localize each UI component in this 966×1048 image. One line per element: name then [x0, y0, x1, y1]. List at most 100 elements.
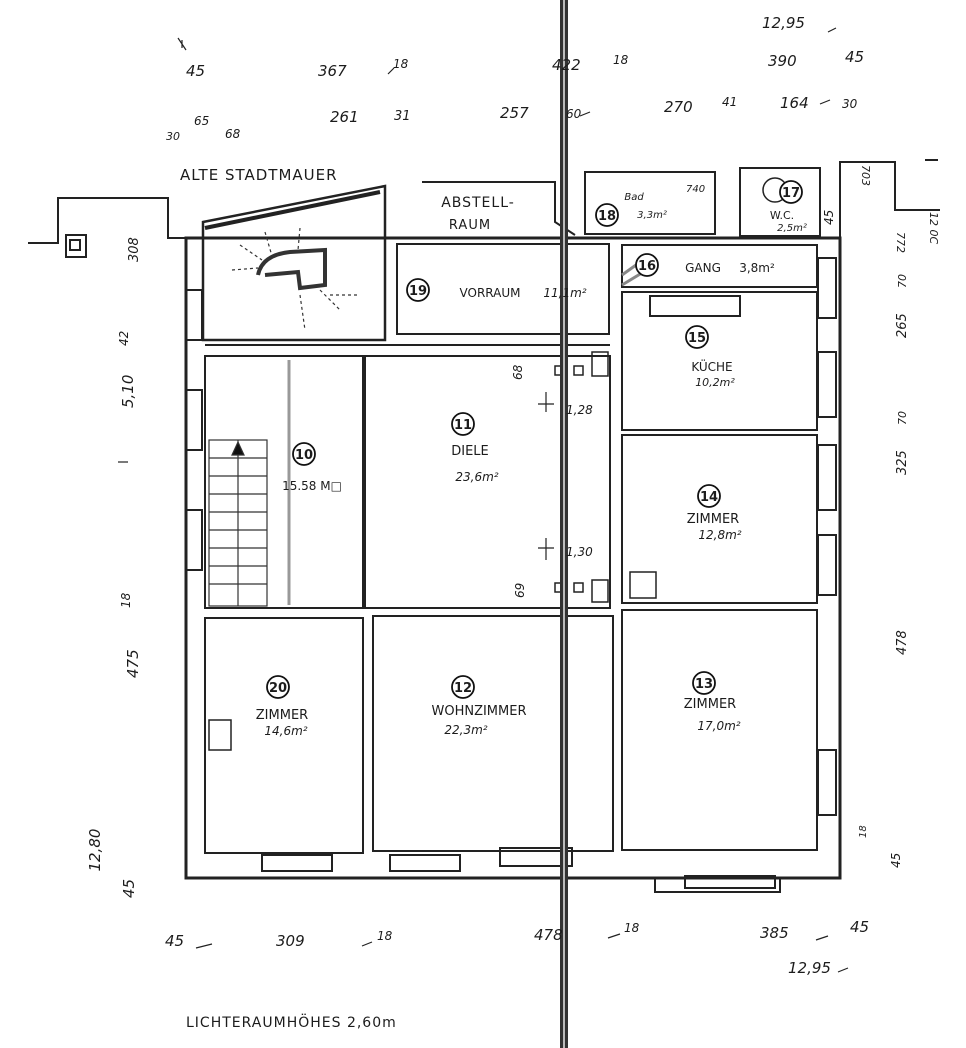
window-right-2 [817, 351, 837, 418]
room-11-number: 11 [454, 418, 472, 433]
dim-top2-6: 257 [500, 104, 529, 122]
dim-right-3: 772 [894, 232, 907, 253]
room-11-name: DIELE [451, 444, 489, 459]
dim-total-bottom: 12,95 [788, 959, 831, 977]
room-14-number: 14 [700, 490, 718, 505]
walls [28, 159, 940, 893]
dim-top-1: 45 [186, 62, 205, 80]
chimney-4 [573, 582, 584, 593]
room-16-outline [621, 244, 818, 288]
radiator [208, 719, 232, 751]
room-13-outline [621, 609, 818, 851]
room-17-area: 2,5m² [777, 223, 807, 234]
window-right-1 [817, 257, 837, 319]
room-13-name: ZIMMER [684, 697, 736, 712]
room-12-circle [451, 675, 475, 699]
window-left-2 [185, 389, 203, 451]
window-bottom-3 [499, 847, 573, 867]
room-16-number: 16 [638, 259, 656, 274]
room-20-area: 14,6m² [264, 724, 307, 738]
room-18-name: Bad [624, 192, 644, 203]
dim-top-6: 390 [768, 52, 797, 70]
bad-wall [584, 171, 716, 235]
room-19-circle [406, 278, 430, 302]
room-18-number: 18 [598, 209, 616, 224]
dim-total-left: 12,80 [86, 829, 104, 872]
dim-inner-1: 68 [511, 364, 525, 380]
bay-projection [654, 878, 781, 893]
room-19-name: VORRAUM [460, 286, 521, 300]
dim-top2-1: 30 [166, 130, 180, 143]
dim-bottom-7: 45 [850, 918, 869, 936]
room-16-area: 3,8m² [739, 261, 775, 275]
room-11-outline [364, 355, 611, 609]
ceiling-height-note: LICHTERAUMHÖHES 2,60m [186, 1013, 397, 1031]
room-12-area: 22,3m² [444, 723, 487, 737]
room-19-number: 19 [409, 284, 427, 299]
dim-right-5: 70 [896, 274, 909, 288]
spiral-stair [256, 247, 327, 291]
stair-tower-top [204, 190, 381, 230]
room-number-texts: 10 11 12 13 14 15 16 17 18 19 20 [269, 186, 800, 696]
dim-bottom-3: 18 [377, 929, 393, 943]
dim-top2-8: 270 [664, 98, 693, 116]
dim-top-2: 367 [318, 62, 347, 80]
window-bottom-4 [684, 875, 776, 889]
room-16-circle [635, 253, 659, 277]
staircase [208, 227, 360, 607]
dim-left-1: 308 [127, 237, 142, 262]
dim-top2-9: 41 [722, 95, 737, 109]
room-15-number: 15 [688, 331, 706, 346]
room-10-number: 10 [295, 448, 313, 463]
room-14-circle [697, 484, 721, 508]
dim-right-1: 703 [859, 165, 872, 186]
room-14-outline [621, 434, 818, 604]
dim-bottom-1: 45 [165, 932, 184, 950]
room-14-area: 12,8m² [698, 528, 741, 542]
room-10-outline [204, 355, 364, 609]
dim-right-10: 18 [858, 825, 869, 838]
stove [591, 351, 609, 377]
dim-bottom-2: 309 [276, 932, 305, 950]
window-bottom-1 [261, 854, 333, 872]
room-17-circle [779, 180, 803, 204]
room-11-circle [451, 412, 475, 436]
room-15-name: KÜCHE [691, 358, 732, 374]
dim-left-3: 42 [117, 331, 131, 346]
dim-top2-11: 30 [842, 97, 858, 111]
window-bottom-2 [389, 854, 461, 872]
dim-bottom-6: 385 [760, 924, 789, 942]
room-outlines [204, 243, 818, 854]
dim-inner-4: 69 [513, 583, 527, 598]
sink [629, 571, 657, 599]
room-14-name: ZIMMER [687, 512, 739, 527]
stove-2 [591, 579, 609, 603]
room-10-area: 15.58 M□ [282, 479, 342, 493]
room-11-area: 23,6m² [455, 470, 498, 484]
scan-line-core [563, 0, 565, 1048]
room-19-outline [396, 243, 610, 335]
dimensions: 12,95 12,95 12,80 45 367 18 422 18 390 4… [86, 14, 940, 977]
room-19-area: 11,1m² [543, 286, 586, 300]
abstellraum-line1: ABSTELL- [441, 195, 515, 211]
dim-bottom-5: 18 [624, 921, 640, 935]
dim-left-6: 45 [120, 879, 138, 898]
dim-bottom-4: 478 [534, 926, 563, 944]
room-15-circle [685, 325, 709, 349]
dim-top2-3: 68 [225, 127, 241, 141]
dim-right-11: 12 0C [927, 212, 940, 244]
annex-box-inner [69, 239, 81, 251]
room-numbers [266, 180, 803, 699]
room-17-name: W.C. [770, 209, 794, 222]
room-20-name: ZIMMER [256, 708, 308, 723]
room-20-number: 20 [269, 681, 287, 696]
dim-top2-10: 164 [780, 94, 809, 112]
stair-treads [209, 440, 267, 606]
room-15-outline [621, 291, 818, 431]
room-16-name: GANG [685, 261, 721, 275]
left-annex [28, 197, 186, 244]
dim-top2-2: 65 [194, 114, 209, 128]
spiral-treads [231, 227, 360, 331]
dim-total-top: 12,95 [762, 14, 805, 32]
